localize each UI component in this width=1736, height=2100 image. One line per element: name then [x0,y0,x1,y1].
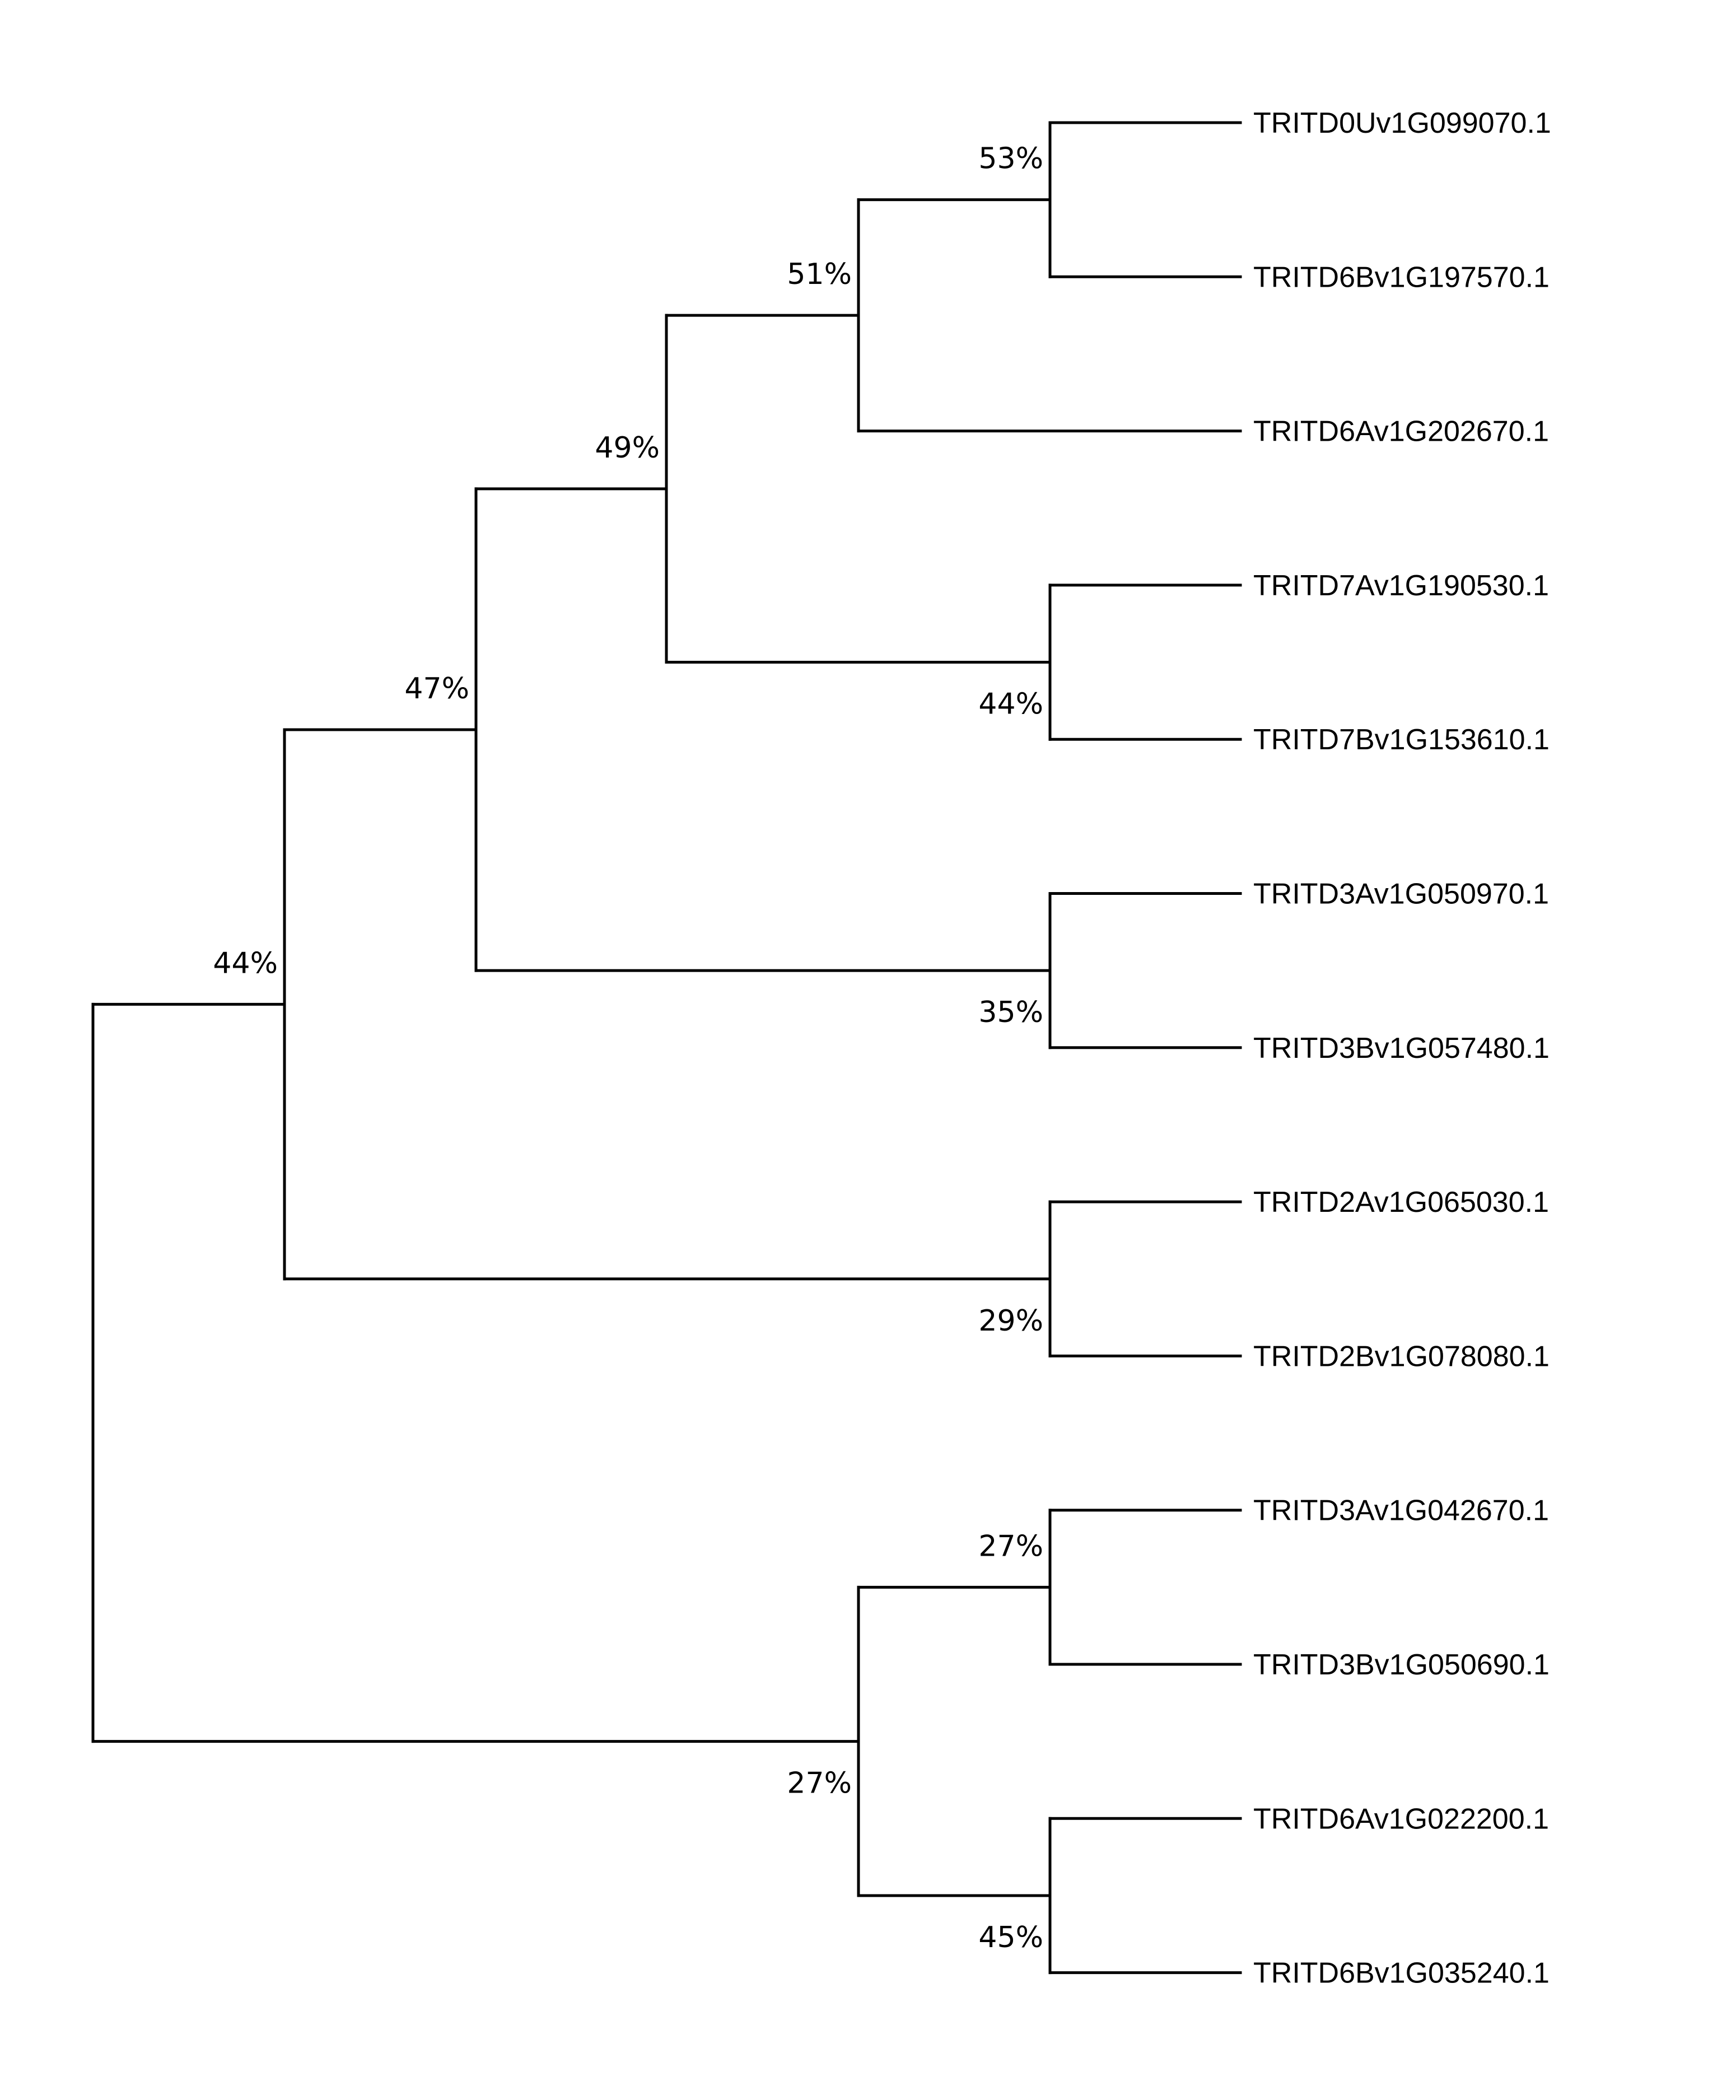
support-value-n9: 27% [978,1529,1043,1563]
leaf-label: TRITD2Bv1G078080.1 [1253,1340,1550,1373]
leaf-label: TRITD7Av1G190530.1 [1253,570,1549,602]
leaf-label: TRITD3Av1G050970.1 [1253,878,1549,911]
support-value-n3: 44% [978,688,1043,721]
leaf-label: TRITD2Av1G065030.1 [1253,1186,1549,1219]
support-value-n10: 45% [978,1921,1043,1954]
leaf-label: TRITD3Av1G042670.1 [1253,1495,1549,1527]
support-labels: 53% 51% 44% 49% 35% 47% 29% 44% 27% 45% 27% [213,142,1043,1954]
leaf-label: TRITD6Bv1G035240.1 [1253,1957,1550,1990]
leaf-label: TRITD3Bv1G050690.1 [1253,1649,1550,1681]
leaf-labels: TRITD0Uv1G099070.1TRITD6Bv1G197570.1TRIT… [1253,107,1551,1990]
support-value-n11: 27% [787,1767,852,1800]
support-value-n5: 35% [978,996,1043,1029]
tree-branches [91,121,1242,1975]
support-value-n8: 44% [213,946,278,980]
support-value-n1: 53% [978,142,1043,176]
leaf-label: TRITD6Bv1G197570.1 [1253,261,1550,293]
leaf-label: TRITD7Bv1G153610.1 [1253,724,1550,756]
leaf-label: TRITD0Uv1G099070.1 [1253,107,1551,139]
leaf-label: TRITD6Av1G202670.1 [1253,416,1549,448]
support-value-n2: 51% [787,258,852,291]
leaf-label: TRITD6Av1G022200.1 [1253,1803,1549,1835]
leaf-label: TRITD3Bv1G057480.1 [1253,1032,1550,1065]
support-value-n6: 47% [404,672,469,706]
support-value-n4: 49% [595,431,660,465]
support-value-n7: 29% [978,1304,1043,1338]
